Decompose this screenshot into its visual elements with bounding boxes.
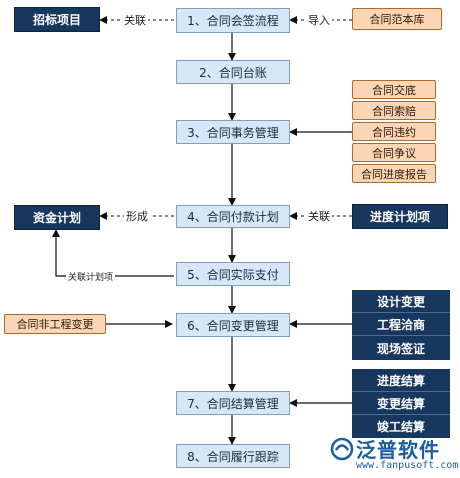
- affairs-doc-5: 合同进度报告: [352, 164, 436, 183]
- step-6-box: 6、合同变更管理: [176, 313, 290, 337]
- edge-label-form-funding: 形成: [124, 208, 150, 224]
- affairs-doc-3: 合同违约: [352, 122, 436, 141]
- step-5-box: 5、合同实际支付: [176, 262, 290, 286]
- non-engineering-change-doc: 合同非工程变更: [4, 314, 106, 334]
- fanpusoft-logo: 泛普软件 www.fanpusoft.com: [330, 434, 458, 476]
- logo-name: 泛普软件: [356, 438, 440, 462]
- logo-url: www.fanpusoft.com: [356, 460, 459, 471]
- settlement-stack-item-3: 竣工结算: [352, 415, 450, 438]
- step-2-box: 2、合同台账: [176, 60, 290, 84]
- settlement-stack-item-1: 进度结算: [352, 369, 450, 392]
- edge-label-import-template: 导入: [306, 12, 332, 28]
- fanpu-logo-icon: [330, 437, 354, 461]
- affairs-doc-2: 合同索赔: [352, 101, 436, 120]
- step-8-box: 8、合同履行跟踪: [176, 444, 290, 468]
- step-1-box: 1、合同会签流程: [176, 8, 290, 33]
- contract-template-library-doc: 合同范本库: [352, 8, 442, 30]
- affairs-doc-4: 合同争议: [352, 143, 436, 162]
- change-stack-item-1: 设计变更: [352, 290, 450, 313]
- change-stack: 设计变更 工程洽商 现场签证: [352, 290, 450, 360]
- settlement-stack: 进度结算 变更结算 竣工结算: [352, 369, 450, 438]
- settlement-stack-item-2: 变更结算: [352, 392, 450, 415]
- arrow-step5-to-funding: [52, 229, 174, 277]
- funding-plan-box: 资金计划: [14, 205, 100, 230]
- progress-plan-item-box: 进度计划项: [352, 204, 448, 229]
- bidding-project-box: 招标项目: [14, 7, 100, 32]
- step-3-box: 3、合同事务管理: [176, 120, 290, 144]
- affairs-doc-1: 合同交底: [352, 80, 436, 99]
- change-stack-item-2: 工程洽商: [352, 313, 450, 336]
- edge-label-link-plan-item: 关联计划项: [66, 270, 116, 283]
- edge-label-link-bidding: 关联: [122, 12, 148, 28]
- step-4-box: 4、合同付款计划: [176, 205, 290, 228]
- step-7-box: 7、合同结算管理: [176, 391, 290, 415]
- edge-label-link-progress: 关联: [306, 208, 332, 224]
- change-stack-item-3: 现场签证: [352, 336, 450, 360]
